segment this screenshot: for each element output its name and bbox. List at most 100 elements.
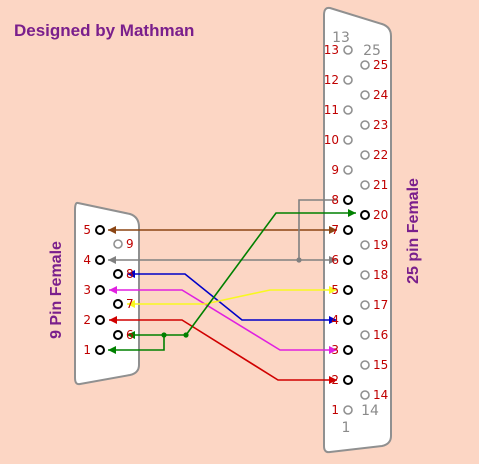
wire-segment xyxy=(109,319,337,381)
pin-number: 14 xyxy=(373,388,388,402)
pin-number: 18 xyxy=(373,268,388,282)
db25-pin-6: 6 xyxy=(331,253,353,267)
db9-connector-shell xyxy=(74,201,140,386)
wire-junction xyxy=(183,332,189,338)
pin-hole xyxy=(95,285,105,295)
pin-hole xyxy=(360,60,370,70)
db25-connector-shell xyxy=(323,6,392,454)
pin-hole xyxy=(360,150,370,160)
wires xyxy=(108,199,356,384)
wire-arrowhead xyxy=(127,270,135,278)
pin-number: 5 xyxy=(331,283,339,297)
wire-brown xyxy=(108,226,337,234)
wire-arrowhead xyxy=(109,286,117,294)
pin-hole xyxy=(343,375,353,385)
db25-corner-label-14: 14 xyxy=(361,403,379,419)
db9-label: 9 Pin Female xyxy=(48,241,65,339)
db25-pin-1: 1 xyxy=(331,403,353,417)
db9-pin-8: 8 xyxy=(113,267,134,281)
db25-corner-label-25: 25 xyxy=(363,43,381,59)
pin-number: 22 xyxy=(373,148,388,162)
wire-arrowhead xyxy=(329,316,337,324)
pin-hole xyxy=(113,330,123,340)
pin-number: 9 xyxy=(126,237,134,251)
pin-hole xyxy=(360,300,370,310)
pin-hole xyxy=(360,90,370,100)
pin-number: 8 xyxy=(126,267,134,281)
db25-pins: 1234567891011121314151617181920212223242… xyxy=(324,43,389,417)
db25-pin-15: 15 xyxy=(360,358,388,372)
db25-pin-12: 12 xyxy=(324,73,353,87)
pin-number: 17 xyxy=(373,298,388,312)
pin-number: 4 xyxy=(83,253,91,267)
db25-pin-7: 7 xyxy=(331,223,353,237)
pin-hole xyxy=(360,240,370,250)
db25-corner-label-1: 1 xyxy=(342,420,351,436)
pin-hole xyxy=(343,105,353,115)
wire-junction xyxy=(296,257,302,263)
wire-arrowhead xyxy=(348,209,356,217)
pin-hole xyxy=(343,45,353,55)
db9-pin-6: 6 xyxy=(113,328,134,342)
db25-pin-25: 25 xyxy=(360,58,388,72)
pin-hole xyxy=(360,270,370,280)
db25-pin-24: 24 xyxy=(360,88,388,102)
pin-number: 15 xyxy=(373,358,388,372)
db25-pin-16: 16 xyxy=(360,328,388,342)
wire-magenta xyxy=(109,286,337,354)
pin-number: 10 xyxy=(324,133,339,147)
pin-hole xyxy=(95,225,105,235)
wire-arrowhead xyxy=(329,256,337,264)
pin-hole xyxy=(95,315,105,325)
db25-corner-label-13: 13 xyxy=(332,30,350,46)
wire-junction xyxy=(161,332,167,338)
wire-segment xyxy=(185,212,356,336)
pin-number: 2 xyxy=(331,373,339,387)
db25-pin-10: 10 xyxy=(324,133,353,147)
pin-number: 3 xyxy=(83,283,91,297)
pin-hole xyxy=(343,75,353,85)
pin-hole xyxy=(360,360,370,370)
pin-number: 21 xyxy=(373,178,388,192)
pin-hole xyxy=(343,135,353,145)
pin-hole xyxy=(360,390,370,400)
db9-pin-3: 3 xyxy=(83,283,105,297)
wire-segment xyxy=(127,289,337,305)
db9-pin-5: 5 xyxy=(83,223,105,237)
pin-number: 3 xyxy=(331,343,339,357)
pin-number: 9 xyxy=(331,163,339,177)
pin-hole xyxy=(343,345,353,355)
db25-pin-4: 4 xyxy=(331,313,353,327)
pin-number: 16 xyxy=(373,328,388,342)
pin-number: 2 xyxy=(83,313,91,327)
wire-arrowhead xyxy=(127,300,135,308)
wire-red xyxy=(109,316,337,384)
db25-pin-11: 11 xyxy=(324,103,353,117)
pin-number: 24 xyxy=(373,88,388,102)
pin-hole xyxy=(343,285,353,295)
pin-number: 8 xyxy=(331,193,339,207)
db25-pin-17: 17 xyxy=(360,298,388,312)
wire-segment xyxy=(108,335,165,351)
pin-hole xyxy=(95,255,105,265)
db25-pin-8: 8 xyxy=(331,193,353,207)
pin-hole xyxy=(343,255,353,265)
wire-segment xyxy=(298,199,337,260)
pin-number: 1 xyxy=(83,343,91,357)
pin-number: 6 xyxy=(331,253,339,267)
pin-number: 1 xyxy=(331,403,339,417)
db9-pin-2: 2 xyxy=(83,313,105,327)
wire-arrowhead xyxy=(108,346,116,354)
pin-number: 25 xyxy=(373,58,388,72)
db25-pin-20: 20 xyxy=(360,208,388,222)
wire-arrowhead xyxy=(109,316,117,324)
pin-hole xyxy=(343,195,353,205)
pin-hole xyxy=(95,345,105,355)
db9-pin-1: 1 xyxy=(83,343,105,357)
wire-arrowhead xyxy=(329,376,337,384)
wire-yellow xyxy=(127,286,337,308)
db25-pin-9: 9 xyxy=(331,163,353,177)
